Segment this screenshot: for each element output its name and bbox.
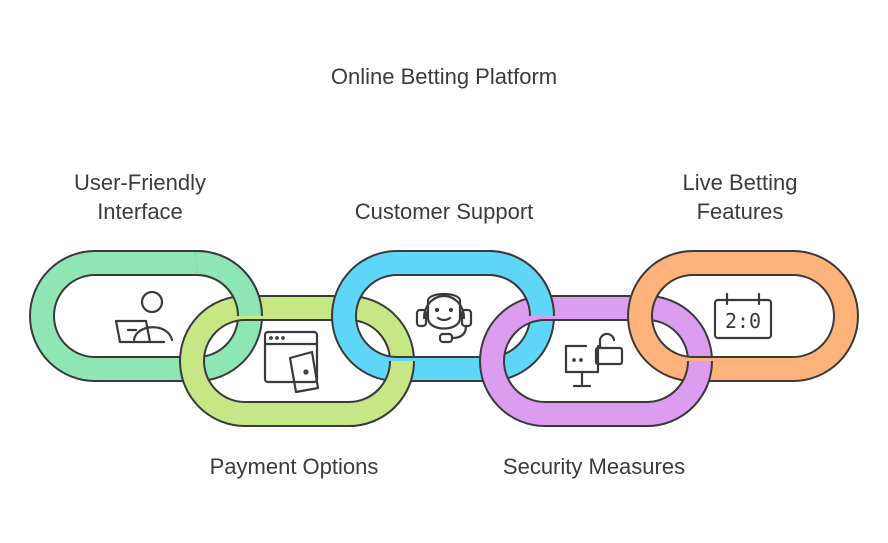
chain-link-payment-overlap <box>348 360 415 427</box>
scoreboard-icon: 2:0 <box>713 292 773 340</box>
chain-link-live <box>627 250 859 382</box>
browser-wallet-icon <box>263 330 320 394</box>
person-laptop-icon <box>114 290 174 344</box>
chain-link-support-overlap <box>488 250 555 317</box>
chain-link-security-overlap <box>646 360 713 427</box>
label-security-measures: Security Measures <box>502 454 686 479</box>
label-payment-options: Payment Options <box>209 454 379 479</box>
chain-link-user-friendly-overlap <box>195 250 263 316</box>
diagram-title: Online Betting Platform <box>330 64 558 89</box>
headset-agent-icon <box>415 292 473 344</box>
scoreboard-score: 2:0 <box>725 309 761 333</box>
monitor-unlock-icon <box>564 332 624 388</box>
label-customer-support: Customer Support <box>354 199 534 224</box>
